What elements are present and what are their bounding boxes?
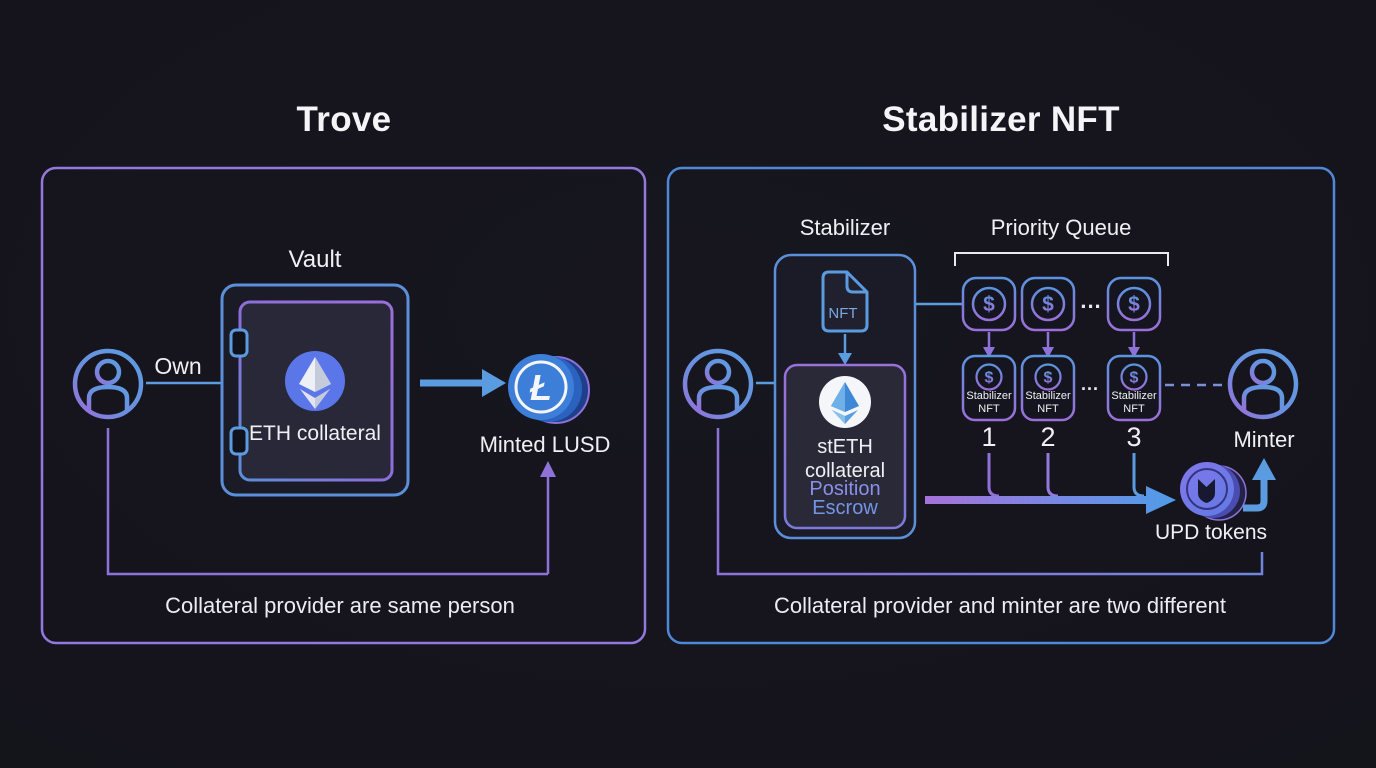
upd-logo: [1198, 479, 1215, 503]
box-label-line1: Stabilizer: [966, 390, 1012, 402]
trove-caption: Collateral provider are same person: [165, 593, 515, 618]
svg-text:$: $: [985, 370, 994, 387]
dollar-coin-icon: $: [971, 286, 1007, 322]
steth-label-line1: stETH: [817, 436, 873, 458]
dollar-coin-icon: $: [1116, 286, 1152, 322]
vault-hinge-top: [229, 328, 249, 358]
lusd-coin-icon: Ł: [508, 354, 590, 424]
stabilizer-nft-title: Stabilizer NFT: [882, 100, 1120, 139]
stabilizer-panel-border: [666, 166, 1336, 645]
box-label-line1: Stabilizer: [1025, 390, 1071, 402]
position-escrow-label: Position Escrow: [809, 478, 881, 519]
stabilizer-label: Stabilizer: [799, 215, 891, 240]
steth-logo-icon: [819, 376, 871, 428]
two-party-connector: [716, 428, 1264, 576]
svg-text:$: $: [1042, 293, 1054, 316]
queue-ellipsis-top: ...: [1080, 288, 1102, 313]
same-person-connector: [106, 428, 556, 576]
box-label-line2: NFT: [1123, 403, 1145, 415]
escrow-label-line2: Escrow: [812, 497, 878, 519]
queue-position-2: 2: [1040, 422, 1056, 452]
nft-icon-label: NFT: [828, 305, 857, 322]
svg-text:$: $: [983, 293, 995, 316]
stabilizer-nft-box: [1106, 354, 1162, 422]
own-label: Own: [154, 353, 202, 379]
dollar-coin-icon: $: [1034, 363, 1062, 391]
minter-label: Minter: [1233, 427, 1295, 452]
vault-hinge-bottom: [229, 426, 249, 456]
collateral-provider-person-icon-right: [685, 351, 751, 417]
steth-label-line2: collateral: [804, 460, 886, 482]
collateral-provider-person-icon: [75, 351, 141, 417]
dollar-coin-icon: $: [1120, 363, 1148, 391]
escrow-label-line1: Position: [809, 478, 881, 500]
dollar-coin-icon: $: [975, 363, 1003, 391]
up-arrowhead: [540, 461, 556, 477]
upd-to-minter-arrow: [1243, 458, 1276, 512]
vault-label: Vault: [288, 246, 342, 273]
steth-collateral-label: stETH collateral: [805, 435, 885, 483]
eth-logo-icon: [285, 351, 345, 411]
trove-title: Trove: [296, 100, 392, 139]
stabilizer-nft-box-label: Stabilizer NFT: [1111, 390, 1156, 416]
svg-text:$: $: [1044, 370, 1053, 387]
stabilizer-caption: Collateral provider and minter are two d…: [773, 593, 1227, 618]
mint-arrow: [420, 369, 506, 397]
upd-coin-icon: [1180, 462, 1247, 521]
nft-document-icon: NFT: [821, 270, 869, 333]
box-label-line2: NFT: [978, 403, 1000, 415]
svg-text:$: $: [1130, 370, 1139, 387]
position-escrow-box: [783, 363, 907, 530]
queue-top-box: [1106, 276, 1162, 332]
queue-down-arrows: [983, 332, 1140, 358]
queue-top-box: [1020, 276, 1076, 332]
escrow-to-upd-arrow: [925, 486, 1176, 514]
stabilizer-nft-box-label: Stabilizer NFT: [966, 390, 1011, 416]
box-label-line2: NFT: [1037, 403, 1059, 415]
eth-collateral-label: ETH collateral: [249, 422, 381, 445]
stabilizer-nft-box: [1020, 354, 1076, 422]
minted-lusd-label: Minted LUSD: [479, 432, 611, 457]
queue-position-3: 3: [1126, 422, 1142, 452]
queue-to-arrow-connectors: [987, 453, 1145, 498]
stabilizer-nft-box-label: Stabilizer NFT: [1025, 390, 1070, 416]
svg-text:$: $: [1128, 293, 1140, 316]
queue-bottom-boxes: $ $ $: [961, 354, 1162, 422]
queue-top-boxes: $ $ $: [961, 276, 1162, 332]
trove-panel-border: [40, 166, 647, 645]
lusd-glyph: Ł: [529, 367, 552, 408]
queue-ellipsis-bottom: ...: [1080, 374, 1100, 394]
minter-person-icon: [1230, 351, 1296, 417]
upd-tokens-label: UPD tokens: [1154, 521, 1268, 544]
priority-queue-bracket: [954, 252, 1169, 266]
box-label-line1: Stabilizer: [1111, 390, 1157, 402]
queue-top-box: [961, 276, 1017, 332]
nft-to-escrow-arrow: [838, 334, 852, 365]
priority-queue-label: Priority Queue: [990, 215, 1132, 240]
stabilizer-nft-box: [961, 354, 1017, 422]
queue-position-1: 1: [981, 422, 997, 452]
dollar-coin-icon: $: [1030, 286, 1066, 322]
